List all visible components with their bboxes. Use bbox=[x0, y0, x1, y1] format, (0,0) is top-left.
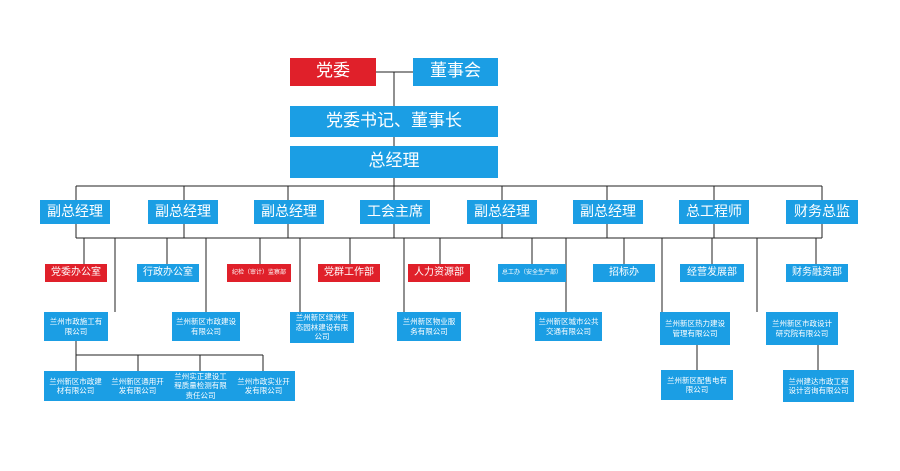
company-box: 兰州新区市政建材有限公司 bbox=[44, 371, 107, 401]
dept-box: 党委办公室 bbox=[45, 264, 107, 282]
dept-box: 行政办公室 bbox=[137, 264, 199, 282]
company-box: 兰州新区城市公共交通有限公司 bbox=[535, 312, 602, 341]
secretary-chairman-box: 党委书记、董事长 bbox=[290, 106, 498, 137]
company-box: 兰州新区物业服务有限公司 bbox=[397, 312, 461, 341]
board-box: 董事会 bbox=[413, 58, 498, 86]
exec-box: 副总经理 bbox=[148, 200, 218, 224]
exec-box: 财务总监 bbox=[786, 200, 858, 224]
dept-box: 人力资源部 bbox=[408, 264, 470, 282]
company-box: 兰州新区绿洲生态园林建设有限公司 bbox=[290, 312, 354, 343]
exec-box: 副总经理 bbox=[573, 200, 643, 224]
exec-box: 副总经理 bbox=[254, 200, 324, 224]
dept-box: 招标办 bbox=[593, 264, 655, 282]
dept-box: 总工办（安全生产部） bbox=[498, 264, 566, 282]
company-box: 兰州建达市政工程设计咨询有限公司 bbox=[783, 370, 854, 402]
exec-box: 副总经理 bbox=[40, 200, 110, 224]
exec-box: 工会主席 bbox=[360, 200, 430, 224]
dept-box: 纪检（审计）监察部 bbox=[227, 264, 291, 282]
company-box: 兰州市政实业开发有限公司 bbox=[232, 371, 295, 401]
company-box: 兰州新区通用开发有限公司 bbox=[106, 371, 169, 401]
dept-box: 财务融资部 bbox=[786, 264, 848, 282]
party-committee-box: 党委 bbox=[290, 58, 376, 86]
company-box: 兰州新区市政设计研究院有限公司 bbox=[766, 312, 838, 345]
company-box: 兰州市政施工有限公司 bbox=[44, 312, 108, 341]
company-box: 兰州新区配售电有限公司 bbox=[661, 370, 733, 400]
dept-box: 党群工作部 bbox=[318, 264, 380, 282]
dept-box: 经营发展部 bbox=[680, 264, 744, 282]
exec-box: 副总经理 bbox=[467, 200, 537, 224]
company-box: 兰州新区市政建设有限公司 bbox=[172, 312, 240, 341]
company-box: 兰州实正建设工程质量检测有限责任公司 bbox=[169, 371, 232, 401]
company-box: 兰州新区热力建设管理有限公司 bbox=[660, 312, 730, 345]
exec-box: 总工程师 bbox=[679, 200, 749, 224]
general-manager-box: 总经理 bbox=[290, 146, 498, 178]
